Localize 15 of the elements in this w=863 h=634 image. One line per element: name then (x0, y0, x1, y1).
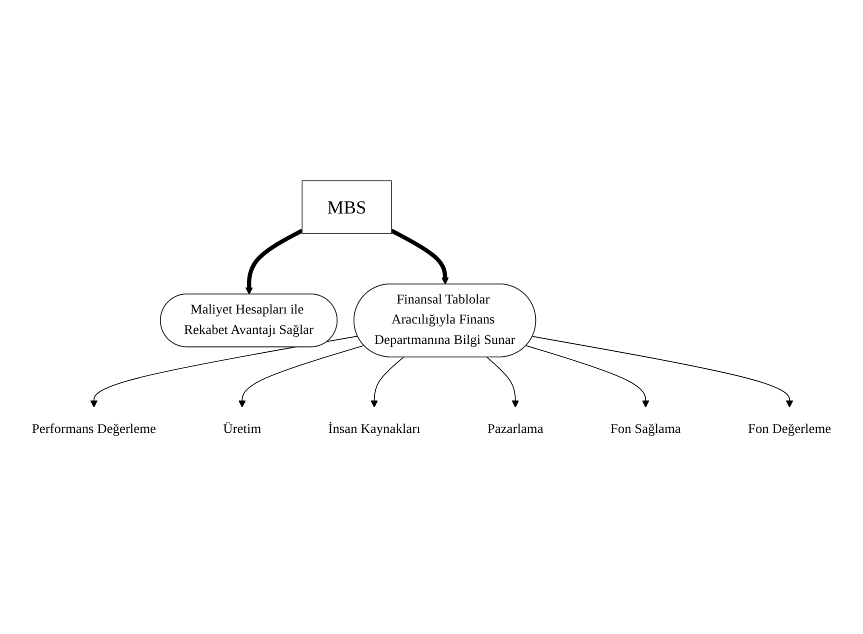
arrow (390, 229, 449, 286)
arrow (238, 346, 364, 408)
arrow (370, 357, 404, 408)
node-text: Performans Değerleme (32, 422, 156, 437)
arrow (90, 336, 358, 408)
node-text: Üretim (223, 422, 262, 437)
node-text: Fon Sağlama (610, 422, 681, 437)
node-text: İnsan Kaynakları (328, 422, 420, 437)
arrow (486, 357, 520, 408)
node-text: Fon Değerleme (748, 422, 832, 437)
arrow (526, 346, 650, 408)
arrow (245, 229, 304, 296)
arrow (532, 336, 794, 408)
node-text: Pazarlama (487, 422, 544, 437)
node-box: MBS (302, 180, 392, 234)
